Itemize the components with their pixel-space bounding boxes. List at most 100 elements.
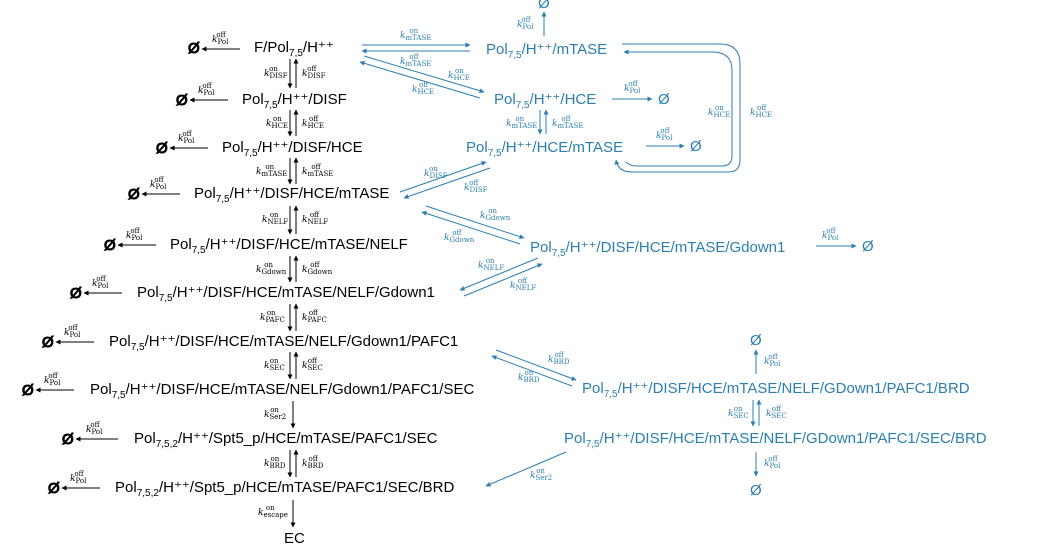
arrow-nelf-off-branch bbox=[463, 263, 543, 297]
rate-off-nelf: kNELFoff bbox=[302, 211, 328, 226]
rate-on-disf-branch: kDISFon bbox=[424, 165, 448, 180]
rate-off-brd-branch: kBRDoff bbox=[548, 351, 570, 366]
rate-off-brd: kBRDoff bbox=[302, 455, 324, 470]
rate-on-mtase: kmTASEon bbox=[256, 163, 287, 178]
main-node-1: Pol7,5/H⁺⁺/DISF bbox=[242, 91, 347, 111]
rate-on-disf: kDISFon bbox=[264, 65, 288, 80]
loop-arrow-mtase-to-hce-mtase bbox=[614, 43, 741, 173]
main-node-6: Pol7,5/H⁺⁺/DISF/HCE/mTASE/NELF/Gdown1/PA… bbox=[109, 333, 458, 353]
empty-set-gdown1: Ø bbox=[862, 238, 874, 255]
rate-on-escape: kescapeon bbox=[258, 504, 288, 519]
rate-on-gdown-branch: kGdownon bbox=[480, 207, 511, 222]
rate-pol-4: kPoloff bbox=[126, 227, 143, 242]
rate-on-hce-loop: kHCEon bbox=[708, 104, 730, 119]
rate-pol-6: kPoloff bbox=[64, 324, 81, 339]
rate-on-sec-branch: kSECon bbox=[728, 405, 749, 420]
rate-pol-1: kPoloff bbox=[198, 82, 215, 97]
rate-on-hce: kHCEon bbox=[266, 115, 288, 130]
rate-on-ser2-branch: kSer2on bbox=[530, 467, 552, 482]
empty-set-sec-brd: Ø bbox=[750, 482, 762, 499]
rate-pol-mtase-up: kPoloff bbox=[517, 16, 534, 31]
rate-off-mtase: kmTASEoff bbox=[302, 163, 333, 178]
main-node-4: Pol7,5/H⁺⁺/DISF/HCE/mTASE/NELF bbox=[170, 236, 408, 256]
rate-on-mtase-branch2: kmTASEon bbox=[506, 115, 537, 130]
empty-set-hce: Ø bbox=[658, 91, 670, 108]
rate-pol-hce-mtase: kPoloff bbox=[656, 127, 673, 142]
arrow-disf-off-branch bbox=[399, 161, 487, 193]
empty-set-6: Ø bbox=[42, 334, 54, 351]
rate-on-pafc: kPAFCon bbox=[260, 309, 285, 324]
rate-on-mtase-branch: kmTASEon bbox=[400, 27, 431, 42]
rate-on-nelf-branch: kNELFon bbox=[478, 257, 504, 272]
rate-on-gdown: kGdownon bbox=[256, 261, 287, 276]
rate-off-mtase-branch: kmTASEoff bbox=[400, 53, 431, 68]
rate-off-pafc: kPAFCoff bbox=[302, 309, 327, 324]
arrow-brd-off-branch bbox=[495, 349, 577, 381]
rate-on-ser2: kSer2on bbox=[264, 406, 286, 421]
empty-set-1: Ø bbox=[176, 92, 188, 109]
arrow-disf-on-branch bbox=[403, 167, 491, 199]
rate-off-disf-branch: kDISFoff bbox=[464, 179, 488, 194]
empty-set-0: Ø bbox=[188, 40, 200, 57]
arrow-gdown-on-branch bbox=[425, 205, 525, 239]
main-node-9: Pol7,5,2/H⁺⁺/Spt5_p/HCE/mTASE/PAFC1/SEC/… bbox=[115, 479, 454, 499]
rate-pol-gdown1: kPoloff bbox=[822, 227, 839, 242]
empty-set-9: Ø bbox=[48, 480, 60, 497]
branch-node-mtase: Pol7,5/H⁺⁺/mTASE bbox=[486, 41, 607, 61]
arrow-brd-on-branch bbox=[491, 355, 573, 387]
empty-set-2: Ø bbox=[156, 140, 168, 157]
rate-pol-pafc1-brd: kPoloff bbox=[764, 353, 781, 368]
rate-pol-sec-brd: kPoloff bbox=[764, 455, 781, 470]
rate-pol-5: kPoloff bbox=[92, 275, 109, 290]
rate-pol-7: kPoloff bbox=[44, 372, 61, 387]
empty-set-5: Ø bbox=[70, 285, 82, 302]
rate-pol-hce: kPoloff bbox=[624, 80, 641, 95]
rate-pol-8: kPoloff bbox=[86, 421, 103, 436]
rate-pol-3: kPoloff bbox=[150, 176, 167, 191]
rate-on-brd-branch: kBRDon bbox=[518, 369, 540, 384]
empty-set-pafc1-brd: Ø bbox=[750, 332, 762, 349]
main-node-ec: EC bbox=[284, 530, 305, 547]
main-node-7: Pol7,5/H⁺⁺/DISF/HCE/mTASE/NELF/Gdown1/PA… bbox=[90, 381, 474, 401]
empty-set-7: Ø bbox=[22, 382, 34, 399]
empty-set-4: Ø bbox=[104, 237, 116, 254]
main-node-0: F/Pol7,5/H⁺⁺ bbox=[254, 39, 334, 59]
rate-off-gdown-branch: kGdownoff bbox=[444, 229, 475, 244]
empty-set-mtase: Ø bbox=[538, 0, 550, 12]
arrow-nelf-on-branch bbox=[459, 257, 539, 291]
arrow-gdown-off-branch bbox=[421, 211, 521, 245]
rate-pol-0: kPoloff bbox=[212, 31, 229, 46]
rate-off-sec-branch: kSECoff bbox=[766, 405, 787, 420]
rate-on-hce-branch: kHCEon bbox=[448, 67, 470, 82]
arrow-to-hce bbox=[363, 55, 485, 94]
rate-off-hce: kHCEoff bbox=[302, 115, 324, 130]
rate-off-gdown: kGdownoff bbox=[302, 261, 333, 276]
rate-pol-9: kPoloff bbox=[70, 470, 87, 485]
rate-pol-2: kPoloff bbox=[178, 130, 195, 145]
rate-off-sec: kSECoff bbox=[302, 357, 323, 372]
branch-node-pafc1-brd: Pol7,5/H⁺⁺/DISF/HCE/mTASE/NELF/GDown1/PA… bbox=[582, 380, 970, 400]
rate-on-sec: kSECon bbox=[264, 357, 285, 372]
rate-off-hce-branch: kHCEoff bbox=[412, 81, 434, 96]
main-node-3: Pol7,5/H⁺⁺/DISF/HCE/mTASE bbox=[194, 185, 389, 205]
rate-off-disf: kDISFoff bbox=[302, 65, 326, 80]
arrow-ser2-branch bbox=[485, 451, 567, 487]
loop-arrow-hce-mtase-to-mtase bbox=[623, 49, 733, 167]
main-node-5: Pol7,5/H⁺⁺/DISF/HCE/mTASE/NELF/Gdown1 bbox=[137, 284, 435, 304]
rate-off-mtase-branch2: kmTASEoff bbox=[552, 115, 583, 130]
rate-off-hce-loop: kHCEoff bbox=[750, 104, 772, 119]
rate-on-brd: kBRDon bbox=[264, 455, 286, 470]
branch-node-gdown1: Pol7,5/H⁺⁺/DISF/HCE/mTASE/Gdown1 bbox=[530, 239, 785, 259]
branch-node-sec-brd: Pol7,5/H⁺⁺/DISF/HCE/mTASE/NELF/GDown1/PA… bbox=[564, 430, 987, 450]
arrow-from-hce bbox=[359, 60, 481, 99]
rate-off-nelf-branch: kNELFoff bbox=[510, 277, 536, 292]
branch-node-hce-mtase: Pol7,5/H⁺⁺/HCE/mTASE bbox=[466, 139, 623, 159]
main-node-8: Pol7,5,2/H⁺⁺/Spt5_p/HCE/mTASE/PAFC1/SEC bbox=[134, 430, 438, 450]
empty-set-8: Ø bbox=[62, 431, 74, 448]
branch-node-hce: Pol7,5/H⁺⁺/HCE bbox=[494, 91, 596, 111]
main-node-2: Pol7,5/H⁺⁺/DISF/HCE bbox=[222, 139, 363, 159]
empty-set-hce-mtase: Ø bbox=[690, 138, 702, 155]
empty-set-3: Ø bbox=[128, 186, 140, 203]
